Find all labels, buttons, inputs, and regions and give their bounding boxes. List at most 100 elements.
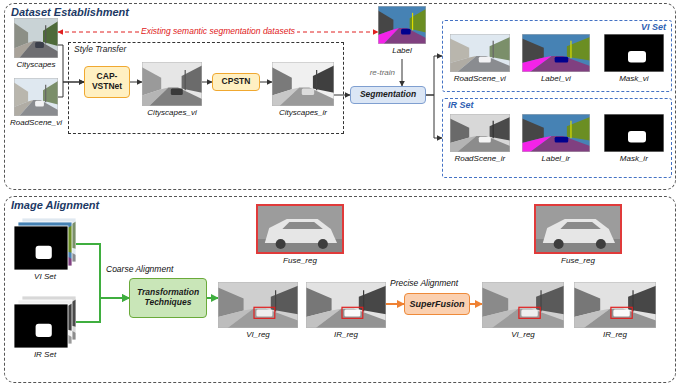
drawing-part bbox=[272, 62, 334, 106]
drawing-part bbox=[522, 34, 590, 72]
process-box: Segmentation bbox=[350, 86, 426, 104]
drawing-part bbox=[574, 282, 656, 328]
drawing-part bbox=[14, 218, 76, 270]
drawing-part bbox=[450, 114, 510, 152]
image-caption: RoadScene_ir bbox=[454, 153, 505, 164]
image-caption: Label_vi bbox=[541, 73, 571, 84]
drawing-part bbox=[14, 18, 58, 58]
drawing-part bbox=[316, 70, 317, 90]
drawing-part bbox=[522, 34, 590, 72]
drawing-part bbox=[521, 310, 537, 317]
image-caption: RoadScene_vi bbox=[10, 117, 62, 128]
image-illustration bbox=[450, 34, 510, 72]
section-panel: Image AlignmentVI SetIR SetTransformatio… bbox=[4, 196, 676, 383]
drawing-part bbox=[522, 114, 590, 152]
connector-arrow bbox=[58, 82, 84, 97]
box-label: Segmentation bbox=[360, 90, 416, 100]
drawing-part bbox=[171, 88, 183, 95]
drawing-part bbox=[479, 137, 491, 143]
image-illustration bbox=[218, 282, 298, 328]
drawing-part bbox=[522, 114, 590, 152]
drawing-part bbox=[14, 304, 68, 348]
image-illustration bbox=[14, 18, 58, 58]
edge-label: Existing semantic segmentation datasets bbox=[139, 27, 297, 37]
drawing-part bbox=[604, 114, 664, 152]
image-illustration bbox=[522, 114, 590, 152]
image-caption: RoadScene_vi bbox=[454, 73, 506, 84]
image-thumbnail: Mask_ir bbox=[604, 114, 664, 165]
drawing-part bbox=[272, 62, 334, 106]
drawing-part bbox=[522, 34, 590, 72]
drawing-part bbox=[530, 136, 590, 152]
drawing-part bbox=[185, 70, 186, 90]
drawing-part bbox=[306, 282, 386, 328]
drawing-part bbox=[613, 310, 629, 317]
image-illustration bbox=[306, 282, 386, 328]
dashed-group: Style TransferCAP-VSTNetCityscapes_viCPS… bbox=[68, 42, 344, 134]
drawing-part bbox=[567, 37, 590, 61]
image-thumbnail: Fuse_reg bbox=[256, 204, 344, 267]
group-title: VI Set bbox=[641, 22, 666, 32]
image-thumbnail: Fuse_reg bbox=[534, 204, 622, 267]
drawing-part bbox=[450, 114, 510, 152]
dashed-group: VI SetRoadScene_viLabel_viMask_vi bbox=[442, 20, 672, 92]
image-caption: Cityscapes_vi bbox=[147, 107, 196, 118]
drawing-part bbox=[482, 282, 564, 328]
drawing-part bbox=[384, 28, 426, 44]
drawing-part bbox=[604, 34, 664, 72]
drawing-part bbox=[218, 282, 298, 328]
image-thumbnail: Label_ir bbox=[522, 114, 590, 165]
image-illustration bbox=[14, 78, 58, 116]
drawing-part bbox=[450, 34, 510, 72]
box-label: SuperFusion bbox=[409, 299, 464, 309]
drawing-part bbox=[182, 66, 202, 93]
drawing-part bbox=[14, 18, 58, 58]
drawing-part bbox=[272, 62, 334, 106]
image-illustration bbox=[482, 282, 564, 328]
image-illustration bbox=[534, 204, 622, 254]
image-illustration bbox=[272, 62, 334, 106]
image-caption: Mask_ir bbox=[620, 153, 648, 164]
process-box: CAP-VSTNet bbox=[84, 66, 130, 98]
group-title: Style Transfer bbox=[74, 45, 126, 55]
drawing-part bbox=[257, 205, 343, 253]
image-thumbnail: IR_reg bbox=[306, 282, 386, 341]
drawing-part bbox=[218, 282, 298, 328]
image-caption: IR_reg bbox=[334, 329, 358, 340]
drawing-part bbox=[313, 66, 334, 93]
image-caption: IR_reg bbox=[603, 329, 627, 340]
drawing-part bbox=[492, 41, 493, 58]
drawing-part bbox=[604, 34, 664, 72]
drawing-part bbox=[535, 205, 621, 253]
drawing-part bbox=[19, 100, 58, 116]
image-illustration bbox=[604, 34, 664, 72]
drawing-part bbox=[265, 219, 337, 243]
image-caption: VI_reg bbox=[511, 329, 535, 340]
image-thumbnail: IR Set bbox=[14, 296, 76, 361]
drawing-part bbox=[611, 307, 632, 318]
image-thumbnail: VI_reg bbox=[218, 282, 298, 341]
image-thumbnail: VI_reg bbox=[482, 282, 564, 341]
image-caption: Label bbox=[392, 45, 412, 56]
drawing-part bbox=[489, 117, 509, 141]
dashed-group: IR SetRoadScene_ir Label_irMask_ir bbox=[442, 98, 672, 178]
drawing-part bbox=[142, 62, 202, 106]
drawing-part bbox=[19, 41, 58, 58]
image-thumbnail: Cityscapes_vi bbox=[142, 62, 202, 119]
group-title: IR Set bbox=[448, 100, 474, 110]
drawing-part bbox=[543, 219, 615, 243]
drawing-part bbox=[342, 307, 363, 318]
image-thumbnail: VI Set bbox=[14, 218, 76, 283]
drawing-part bbox=[35, 42, 44, 48]
drawing-part bbox=[554, 239, 564, 249]
image-illustration bbox=[142, 62, 202, 106]
drawing-part bbox=[45, 25, 46, 43]
drawing-part bbox=[560, 222, 601, 229]
drawing-part bbox=[36, 324, 52, 337]
image-illustration bbox=[14, 218, 76, 270]
drawing-part bbox=[522, 114, 590, 152]
drawing-part bbox=[628, 131, 646, 142]
drawing-part bbox=[318, 239, 328, 249]
drawing-part bbox=[14, 226, 68, 270]
drawing-part bbox=[35, 101, 44, 107]
